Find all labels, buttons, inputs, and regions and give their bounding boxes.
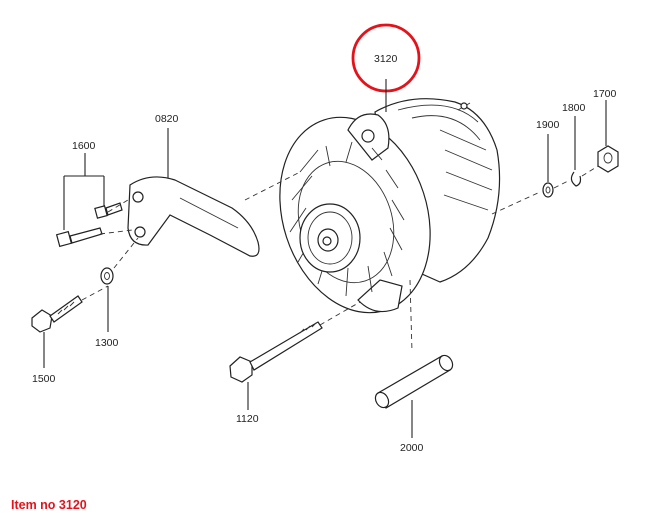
bracket-0820[interactable] xyxy=(127,176,260,257)
label-3120: 3120 xyxy=(374,53,398,65)
label-1120: 1120 xyxy=(236,413,259,425)
label-1600: 1600 xyxy=(72,140,96,152)
label-1700: 1700 xyxy=(593,88,617,100)
label-1300: 1300 xyxy=(95,337,119,349)
long-bolt-1120[interactable] xyxy=(229,321,323,383)
alternator-3120[interactable] xyxy=(256,98,501,333)
item-caption: Item no 3120 xyxy=(11,498,87,512)
label-1800: 1800 xyxy=(562,102,586,114)
label-0820: 0820 xyxy=(155,113,179,125)
label-1900: 1900 xyxy=(536,119,560,131)
washer-1300[interactable] xyxy=(100,267,114,285)
leader-1600 xyxy=(63,153,105,230)
spacer-2000[interactable] xyxy=(373,353,455,410)
washer-1900[interactable] xyxy=(542,182,554,198)
spring-washer-1800[interactable] xyxy=(570,171,582,187)
nut-1700[interactable] xyxy=(597,145,619,173)
label-2000: 2000 xyxy=(400,442,424,454)
assembly-guide-lines xyxy=(81,165,599,353)
bolt-1500[interactable] xyxy=(31,295,83,333)
label-1500: 1500 xyxy=(32,373,56,385)
